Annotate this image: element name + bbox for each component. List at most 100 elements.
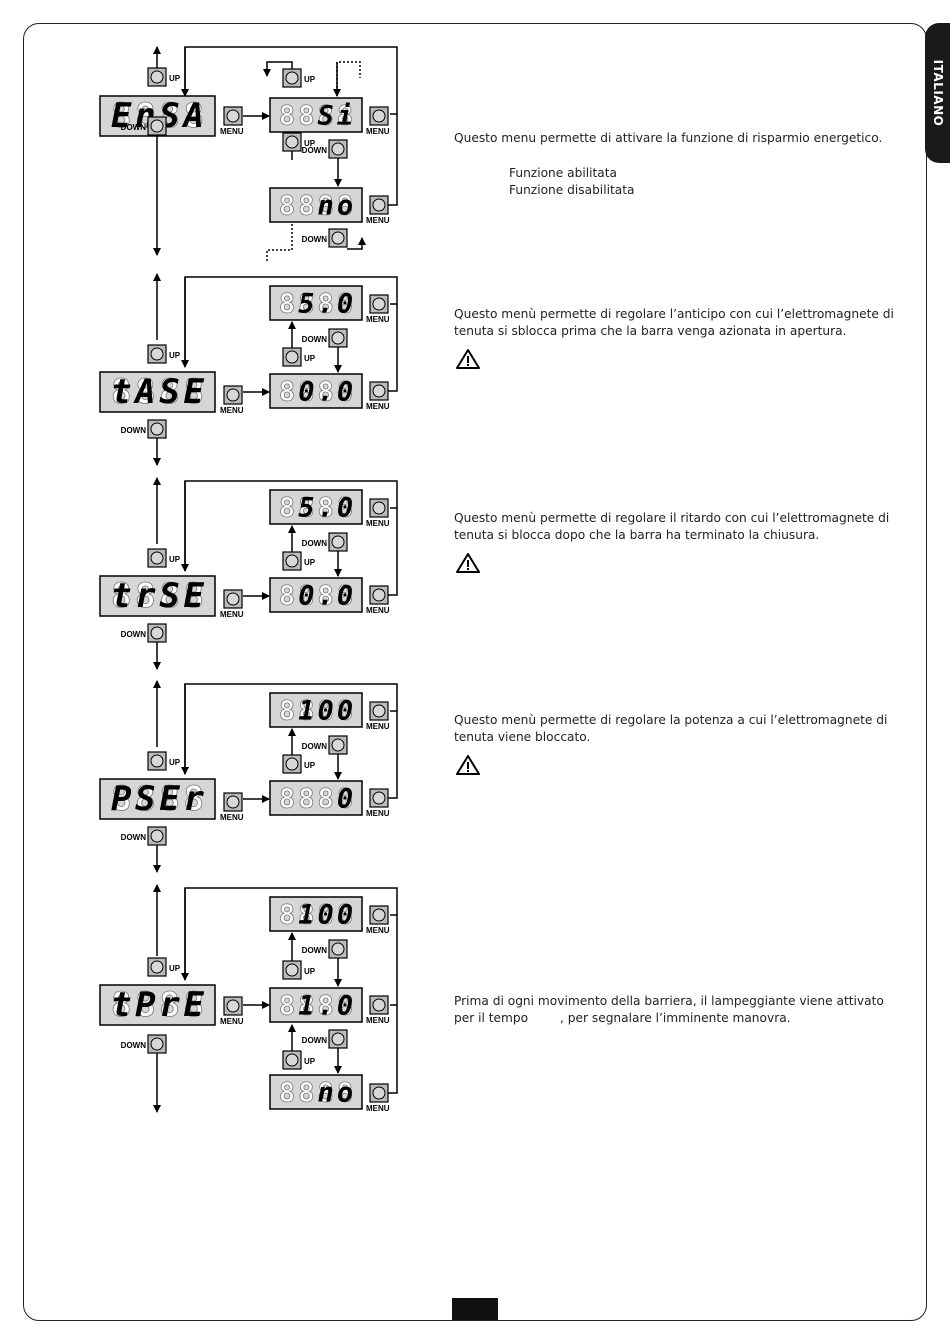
digit-ghost: 8 <box>318 1078 334 1109</box>
digit: . <box>318 289 334 320</box>
down-button-label: DOWN <box>121 123 147 132</box>
digit-ghost: 8 <box>318 581 334 612</box>
digit-ghost: 8 <box>298 101 314 132</box>
section-4-description: Questo menù permette di regolare la pote… <box>454 713 888 744</box>
menu-button[interactable] <box>369 995 389 1015</box>
down-button[interactable] <box>328 939 348 959</box>
connector-line <box>263 61 293 77</box>
connector-line <box>388 915 398 1094</box>
menu-button[interactable] <box>369 701 389 721</box>
digit-ghost: 8 <box>337 493 353 524</box>
digit-ghost: 8 <box>337 900 353 931</box>
down-button[interactable] <box>328 532 348 552</box>
up-button[interactable] <box>147 957 167 977</box>
section-5-text-part-1: Prima di ogni movimento della barriera, … <box>454 994 884 1025</box>
digit: 1 <box>298 991 314 1022</box>
up-button[interactable] <box>282 68 302 88</box>
down-button[interactable] <box>147 419 167 439</box>
up-button[interactable] <box>147 67 167 87</box>
digit: S <box>159 372 179 412</box>
digit-ghost: 8 <box>183 985 203 1025</box>
digit-ghost: 8 <box>159 372 179 412</box>
digit: E <box>111 96 132 136</box>
menu-button-label: MENU <box>220 127 244 136</box>
digit-ghost: 8 <box>135 576 155 616</box>
digit-ghost: 8 <box>337 696 353 727</box>
down-button[interactable] <box>328 139 348 159</box>
menu-button[interactable] <box>369 905 389 925</box>
down-button[interactable] <box>328 1029 348 1049</box>
digit-ghost: 8 <box>337 289 353 320</box>
menu-button-label: MENU <box>366 809 390 818</box>
menu-button[interactable] <box>369 195 389 215</box>
down-button[interactable] <box>147 623 167 643</box>
section-1-text: Questo menu permette di attivare la funz… <box>454 131 883 145</box>
digit-ghost: 8 <box>279 784 295 815</box>
up-button[interactable] <box>147 548 167 568</box>
up-button[interactable] <box>282 754 302 774</box>
digit: 0 <box>337 289 353 320</box>
menu-button-label: MENU <box>366 519 390 528</box>
up-button[interactable] <box>282 132 302 152</box>
digit-ghost: 8 <box>183 96 203 136</box>
digit-ghost: 8 <box>337 191 353 222</box>
digit-ghost: 8 <box>318 191 334 222</box>
down-button-label: DOWN <box>302 235 328 244</box>
down-button[interactable] <box>147 826 167 846</box>
digit-ghost: 8 <box>298 191 314 222</box>
digit-ghost: 8 <box>111 779 131 819</box>
connector-line <box>388 304 398 392</box>
option-enabled: Funzione abilitata <box>509 166 617 180</box>
menu-button[interactable] <box>369 788 389 808</box>
down-button[interactable] <box>328 228 348 248</box>
menu-button[interactable] <box>369 294 389 314</box>
digit-ghost: 8 <box>159 985 179 1025</box>
menu-button[interactable] <box>369 498 389 518</box>
down-button[interactable] <box>328 328 348 348</box>
digit: 0 <box>337 784 353 815</box>
warning-icon <box>455 754 481 780</box>
digit-ghost: 8 <box>111 372 131 412</box>
menu-button-label: MENU <box>366 1016 390 1025</box>
up-button-label: UP <box>304 75 316 84</box>
section-3-description: Questo menù permette di regolare il rita… <box>454 511 890 542</box>
down-button[interactable] <box>147 116 167 136</box>
digit: E <box>183 372 204 412</box>
digit: t <box>111 372 131 412</box>
up-button[interactable] <box>282 960 302 980</box>
digit-ghost: 8 <box>135 985 155 1025</box>
up-button[interactable] <box>147 344 167 364</box>
digit: 5 <box>298 493 314 524</box>
digit-ghost: 8 <box>318 900 334 931</box>
up-button[interactable] <box>282 551 302 571</box>
menu-button[interactable] <box>369 1083 389 1103</box>
menu-button[interactable] <box>223 792 243 812</box>
connector-line <box>266 224 293 262</box>
menu-button[interactable] <box>369 106 389 126</box>
down-button[interactable] <box>328 735 348 755</box>
up-button-label: UP <box>169 964 181 973</box>
up-button[interactable] <box>147 751 167 771</box>
up-button[interactable] <box>282 1050 302 1070</box>
menu-button[interactable] <box>369 381 389 401</box>
down-button[interactable] <box>147 1034 167 1054</box>
language-tab: ITALIANO <box>925 23 950 163</box>
connector-line <box>336 61 361 96</box>
digit: 1 <box>298 900 314 931</box>
menu-button[interactable] <box>369 585 389 605</box>
digit: t <box>111 985 131 1025</box>
menu-button[interactable] <box>223 996 243 1016</box>
menu-button[interactable] <box>223 106 243 126</box>
digit: S <box>159 576 179 616</box>
digit: 0 <box>337 900 353 931</box>
up-button[interactable] <box>282 347 302 367</box>
menu-button[interactable] <box>223 385 243 405</box>
menu-button[interactable] <box>223 589 243 609</box>
